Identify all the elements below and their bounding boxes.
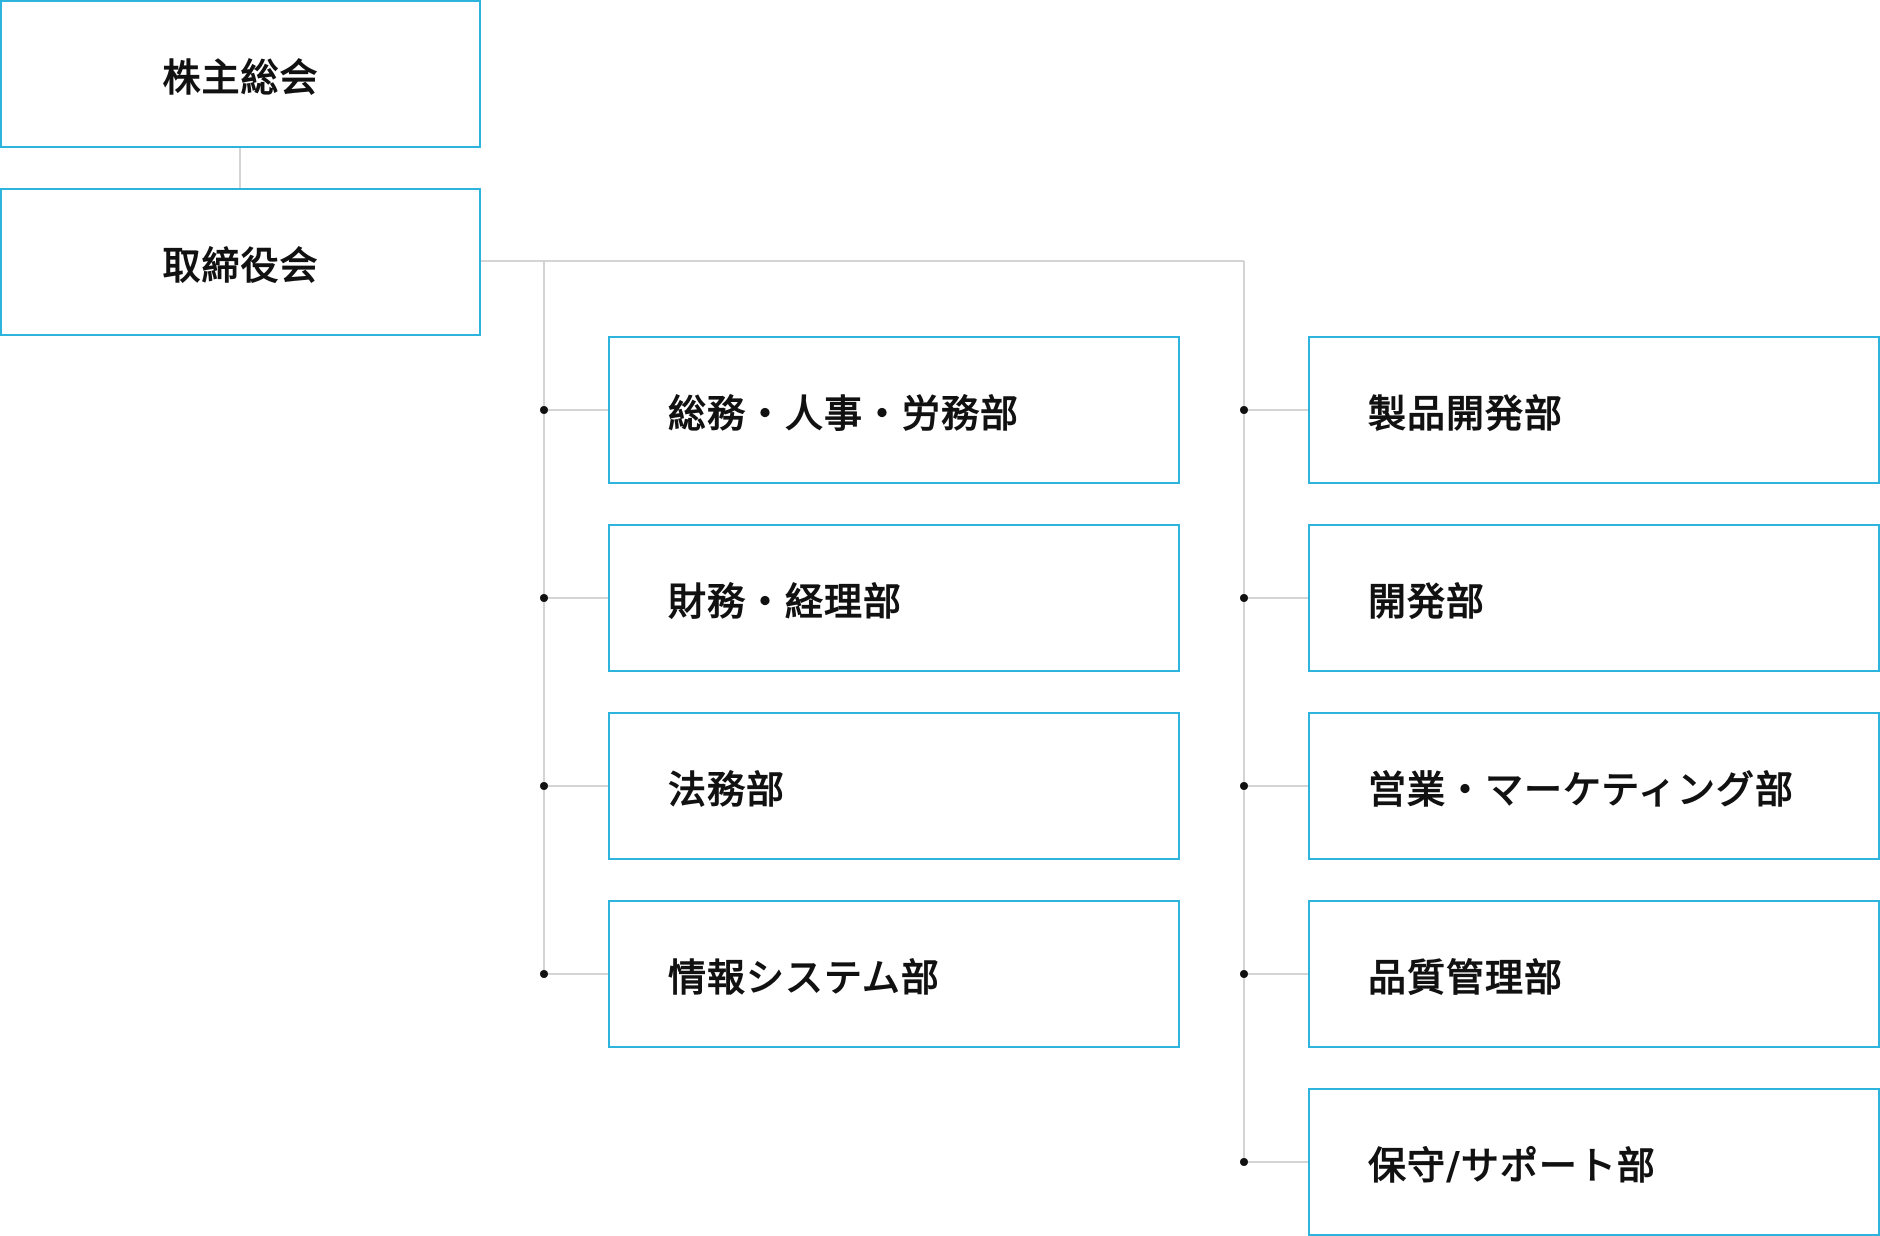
node-label: 取締役会	[162, 243, 319, 288]
dept-label: 営業・マーケティング部	[1368, 767, 1794, 812]
node-shareholders-meeting: 株主総会	[0, 0, 481, 148]
dept-product-development: 製品開発部	[1308, 336, 1880, 484]
junction-dot	[1240, 594, 1248, 602]
dept-label: 総務・人事・労務部	[668, 391, 1020, 436]
node-board-of-directors: 取締役会	[0, 188, 481, 336]
node-label: 株主総会	[162, 55, 319, 100]
dept-label: 品質管理部	[1368, 955, 1564, 1000]
junction-dot	[540, 594, 548, 602]
junction-dot	[1240, 406, 1248, 414]
dept-label: 財務・経理部	[668, 579, 903, 624]
junction-dot	[540, 970, 548, 978]
dept-sales-marketing: 営業・マーケティング部	[1308, 712, 1880, 860]
dept-legal: 法務部	[608, 712, 1180, 860]
dept-general-affairs-hr: 総務・人事・労務部	[608, 336, 1180, 484]
dept-information-systems: 情報システム部	[608, 900, 1180, 1048]
dept-quality-control: 品質管理部	[1308, 900, 1880, 1048]
dept-label: 情報システム部	[668, 955, 940, 1000]
junction-dot	[1240, 782, 1248, 790]
dept-label: 法務部	[668, 767, 786, 812]
dept-label: 開発部	[1368, 579, 1486, 624]
dept-label: 製品開発部	[1368, 391, 1564, 436]
dept-maintenance-support: 保守/サポート部	[1308, 1088, 1880, 1236]
junction-dot	[1240, 1158, 1248, 1166]
dept-label: 保守/サポート部	[1368, 1143, 1656, 1188]
junction-dot	[540, 782, 548, 790]
junction-dot	[540, 406, 548, 414]
dept-development: 開発部	[1308, 524, 1880, 672]
dept-finance-accounting: 財務・経理部	[608, 524, 1180, 672]
junction-dot	[1240, 970, 1248, 978]
